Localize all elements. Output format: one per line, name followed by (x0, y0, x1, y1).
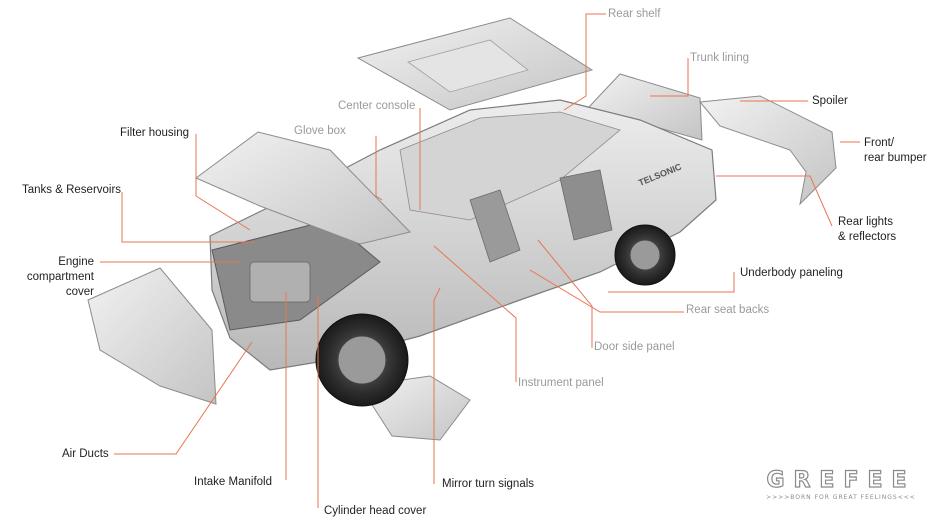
leader-tanks (121, 192, 254, 243)
label-air-ducts: Air Ducts (62, 448, 109, 460)
leader-instrument-panel (433, 245, 517, 382)
label-intake-manifold: Intake Manifold (194, 476, 272, 488)
label-trunk-lining: Trunk lining (690, 52, 750, 64)
front-bumper-part (87, 267, 217, 405)
label-glove-box: Glove box (294, 125, 346, 137)
leader-air-ducts (114, 341, 253, 455)
rear-bumper-part (699, 95, 837, 206)
label-cylinder-head-cover: Cylinder head cover (324, 505, 427, 517)
label-instrument-panel: Instrument panel (518, 377, 604, 389)
label-center-console: Center console (338, 100, 416, 112)
label-rear-lights: Rear lights & reflectors (838, 215, 896, 245)
label-rear-shelf: Rear shelf (608, 8, 661, 20)
trunk-lid (587, 73, 703, 141)
label-engine-line1: Engine (58, 256, 94, 268)
leader-trunk-lining (650, 58, 689, 97)
label-filter-housing: Filter housing (120, 127, 190, 139)
leader-underbody (608, 272, 735, 293)
brand-logo: GREFEE >>>>BORN FOR GREAT FEELINGS<<< (762, 467, 920, 501)
label-door-side-panel: Door side panel (594, 341, 675, 353)
label-spoiler: Spoiler (812, 95, 848, 107)
label-engine-compartment-cover: Engine compartment cover (14, 255, 94, 300)
brand-tagline: >>>>BORN FOR GREAT FEELINGS<<< (766, 494, 916, 501)
leader-glove-box (375, 136, 383, 201)
label-tanks-reservoirs: Tanks & Reservoirs (22, 184, 122, 196)
car-body (209, 99, 717, 371)
brand-name: GREFEE (766, 467, 916, 493)
label-mirror-turn-signals: Mirror turn signals (442, 478, 535, 490)
label-bumper-line2: rear bumper (864, 152, 927, 164)
leader-filter-housing (195, 134, 251, 231)
leader-rear-seat-backs (529, 269, 684, 313)
label-engine-line2: compartment (26, 271, 94, 283)
label-front-rear-bumper: Front/ rear bumper (864, 136, 927, 166)
label-bumper-line1: Front/ (864, 137, 895, 149)
label-underbody-paneling: Underbody paneling (740, 267, 843, 279)
hood (195, 131, 411, 245)
label-rear-lights-line1: Rear lights (838, 216, 893, 228)
leader-rear-shelf (563, 13, 606, 111)
leader-mirror-turn-signals (433, 287, 441, 484)
label-engine-line3: cover (65, 286, 94, 298)
leader-rear-lights (716, 175, 833, 227)
leader-lines (100, 13, 860, 508)
label-rear-seat-backs: Rear seat backs (686, 304, 770, 316)
leader-door-side-panel (537, 239, 593, 348)
label-rear-lights-line2: & reflectors (838, 231, 897, 243)
seat (469, 189, 521, 263)
